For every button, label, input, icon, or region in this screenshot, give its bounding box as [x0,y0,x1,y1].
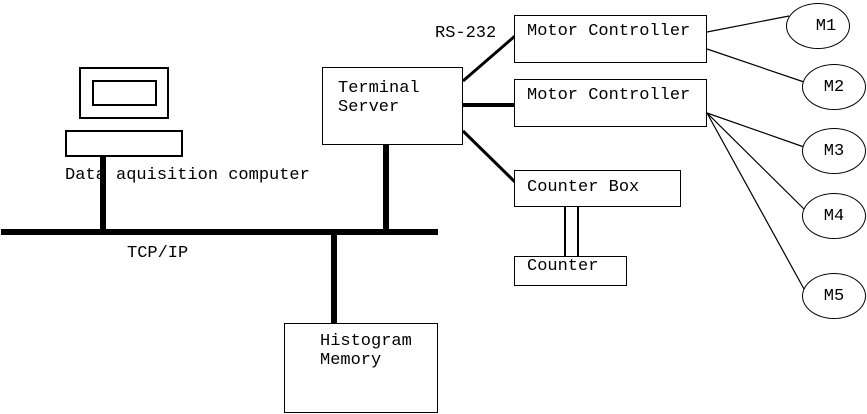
tcpip-bus-line [1,229,438,235]
motor-m2-label: M2 [823,77,845,97]
histogram-memory-node: Histogram Memory [284,323,438,413]
motor-m5-label: M5 [823,286,845,306]
computer-to-bus-line [100,156,106,230]
rs232-link-label: RS-232 [435,24,497,43]
bus-to-histogram-memory-line [331,235,337,324]
link-motor-controller-1-to-m2 [706,48,805,83]
motor-m4-label: M4 [823,206,845,226]
link-terminal-server-to-motor-controller-2 [463,103,514,107]
motor-m3-label: M3 [823,141,845,161]
link-terminal-server-to-counter-box [461,129,518,185]
counter-box-to-counter-line-left [564,207,566,256]
motor-m2-node: M2 [802,64,866,110]
data-acquisition-computer-label: Data aquisition computer [65,166,310,185]
counter-node: Counter [514,256,627,286]
motor-m1-label: M1 [815,16,837,36]
counter-box-node: Counter Box [514,170,681,207]
computer-screen-icon [92,80,157,106]
computer-keyboard-icon [65,130,183,157]
motor-controller-2-node: Motor Controller [514,79,707,127]
tcpip-bus-label: TCP/IP [127,244,189,263]
motor-m4-node: M4 [802,193,866,239]
terminal-server-node: Terminal Server [322,67,463,145]
motor-m1-node: M1 [786,3,850,49]
motor-m3-node: M3 [802,128,866,174]
link-motor-controller-1-to-m1 [706,15,790,33]
motor-controller-1-node: Motor Controller [514,15,707,63]
motor-m5-node: M5 [802,273,866,319]
link-motor-controller-2-to-m3 [706,112,805,148]
link-motor-controller-2-to-m4 [706,112,805,210]
link-motor-controller-2-to-m5 [706,112,805,290]
counter-box-to-counter-line-right [577,207,579,256]
link-terminal-server-to-motor-controller-1 [462,34,516,83]
terminal-server-to-bus-line [383,144,389,230]
